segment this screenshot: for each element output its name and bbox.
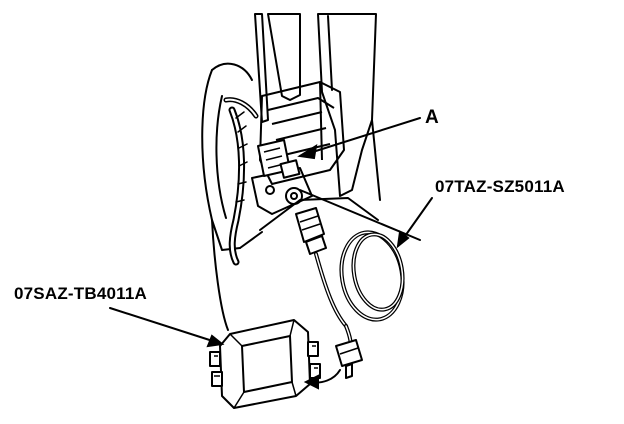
wire-harness <box>223 97 259 266</box>
callout-adapter-cable-part: 07TAZ-SZ5011A <box>435 177 565 196</box>
callout-connector-a: A <box>425 107 439 128</box>
leader-lines <box>109 117 433 390</box>
leader-arrow-a <box>299 117 421 157</box>
leader-arrow-box <box>109 307 223 345</box>
callout-test-box-part: 07SAZ-TB4011A <box>14 284 147 303</box>
arrowhead-a <box>297 143 318 160</box>
cable-end-plug <box>335 339 363 379</box>
arrowhead-connection <box>303 374 319 390</box>
arrowhead-cable <box>396 230 410 249</box>
connector-a <box>257 139 301 179</box>
adapter-cable <box>314 230 405 354</box>
arrowhead-box <box>206 334 225 348</box>
test-box <box>209 319 321 409</box>
vehicle-pillar <box>201 13 421 331</box>
adapter-connector <box>295 207 327 255</box>
